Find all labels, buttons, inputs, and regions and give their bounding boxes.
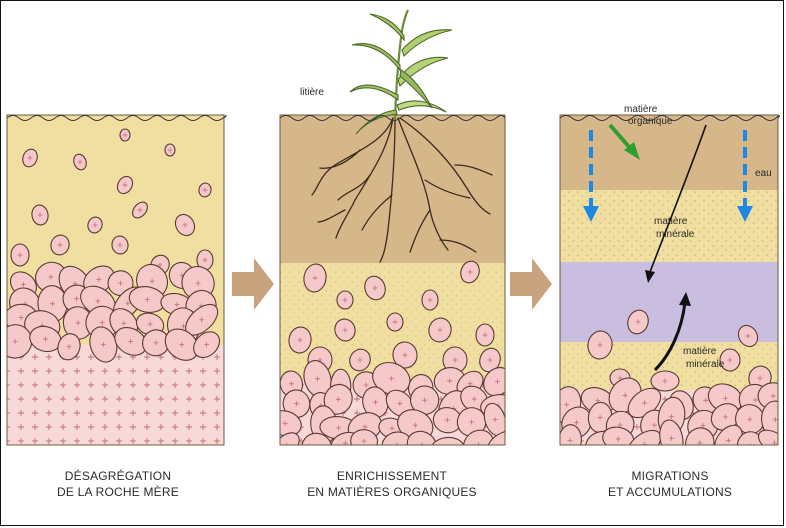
right-arrow-icon — [232, 258, 274, 310]
caption-panel-2-line1: ENRICHISSEMENT — [336, 469, 448, 483]
caption-panel-3-line2: ET ACCUMULATIONS — [607, 485, 733, 499]
caption-panel-2: ENRICHISSEMENT EN MATIÈRES ORGANIQUES — [272, 468, 512, 500]
water-arrow-icon — [583, 130, 599, 222]
caption-panel-2-line2: EN MATIÈRES ORGANIQUES — [307, 485, 477, 499]
label-mineral-bottom-line2: minérale — [686, 359, 725, 370]
upward-migration-arrow-icon — [653, 292, 691, 372]
label-mineral-bottom-line1: matière — [683, 346, 717, 357]
label-organic-matter-top: matière — [624, 104, 658, 115]
panel-1-rock-fragments — [7, 128, 221, 363]
panel-2-surface — [279, 115, 506, 121]
caption-panel-3-line1: MIGRATIONS — [631, 469, 709, 483]
rock-fragment — [486, 430, 505, 445]
panel-1-border — [6, 114, 225, 446]
plant-roots — [311, 117, 493, 263]
downward-migration-arrow-icon — [645, 124, 707, 283]
panel-3-organic-layer — [560, 115, 778, 190]
rock-fragment — [429, 436, 466, 445]
panel-3-border — [559, 114, 779, 446]
panel-3-surface — [559, 115, 781, 121]
label-mineral-top-line1: matière — [654, 216, 688, 227]
label-mineral-top-line2: minérale — [656, 229, 695, 240]
panel-2 — [280, 115, 505, 445]
panel-2-rock-fragments — [280, 260, 505, 445]
label-water: eau — [755, 168, 772, 179]
rock-fragment — [301, 432, 333, 445]
water-arrow-icon — [737, 130, 753, 222]
caption-panel-3: MIGRATIONS ET ACCUMULATIONS — [550, 468, 786, 500]
panel-3-rock-fragments — [560, 309, 778, 445]
panel-1 — [7, 115, 224, 445]
panel-3: matière organique eau matière minérale m… — [560, 115, 778, 445]
label-organic-matter-line2: organique — [628, 116, 673, 127]
label-litter: litière — [300, 87, 324, 98]
green-arrow-icon — [608, 123, 640, 160]
panel-1-surface — [6, 115, 227, 121]
right-arrow-icon — [510, 258, 552, 310]
caption-panel-1: DÉSAGRÉGATION DE LA ROCHE MÈRE — [0, 468, 238, 500]
plant-icon — [349, 9, 453, 135]
caption-panel-1-line2: DE LA ROCHE MÈRE — [57, 485, 179, 499]
caption-panel-1-line1: DÉSAGRÉGATION — [64, 469, 172, 483]
